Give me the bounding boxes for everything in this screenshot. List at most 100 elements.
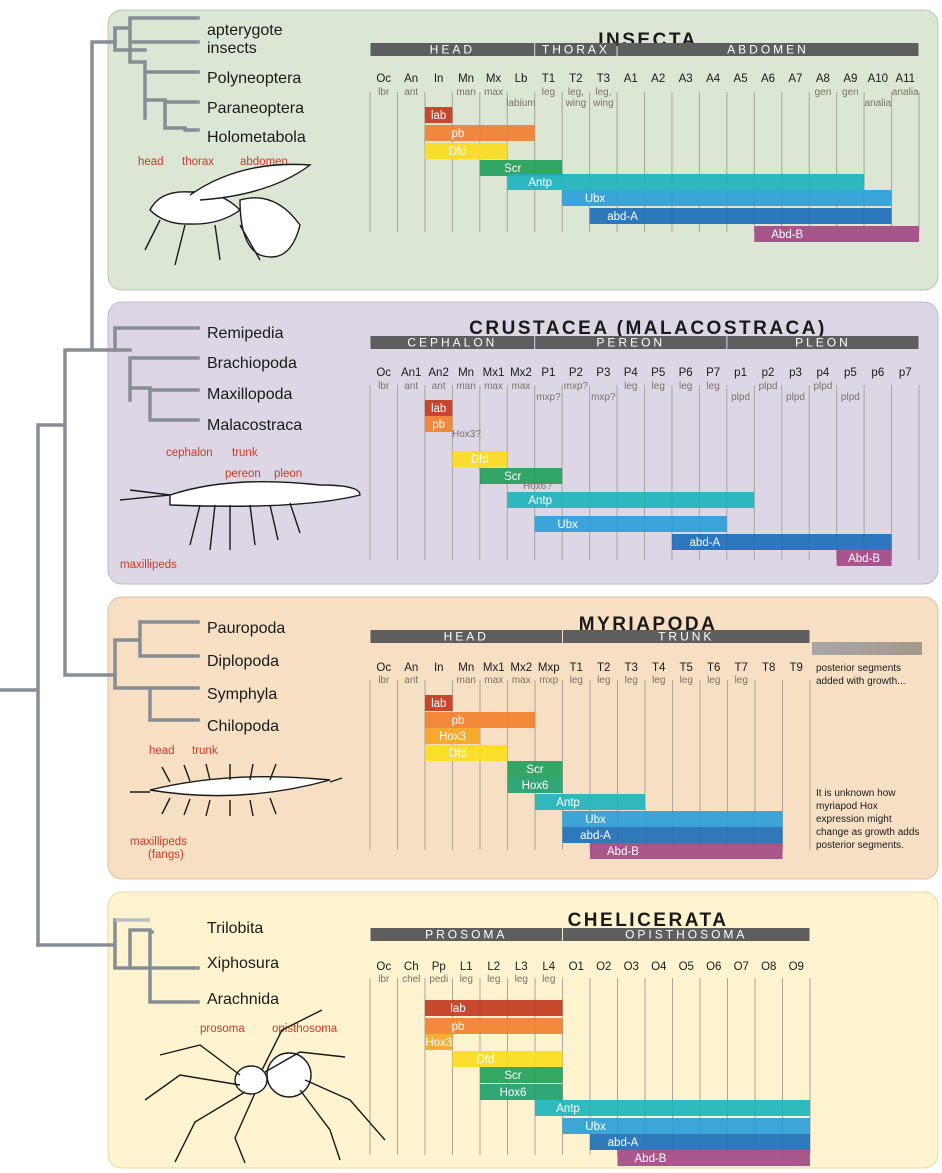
gene-bar-abdb: Abd-B	[617, 1150, 810, 1166]
outline	[130, 763, 343, 817]
gene-bar-fill	[425, 712, 535, 728]
gene-bar-fill	[452, 1051, 563, 1067]
segment-label: Mn	[458, 73, 474, 85]
region-header	[370, 43, 535, 56]
gene-bar-fill	[507, 777, 563, 793]
gene-label: lab	[431, 698, 446, 710]
gene-label: Abd-B	[635, 1153, 667, 1165]
gene-bar-pb: pb	[425, 712, 535, 728]
gene-bar-fill	[590, 843, 783, 859]
taxon-label: Pauropoda	[207, 620, 285, 637]
gene-label: pb	[452, 1021, 465, 1033]
gene-bar-fill	[424, 107, 453, 123]
anatomy-label: head	[149, 745, 175, 757]
segment-label: P3	[596, 367, 610, 379]
taxon-label: Malacostraca	[207, 417, 302, 434]
gene-label: lab	[431, 403, 446, 415]
gene-label: Hox6	[522, 780, 549, 792]
gene-bar-fill	[425, 1000, 563, 1016]
outline	[169, 480, 361, 507]
region-label: OPISTHOSOMA	[625, 928, 747, 942]
region-header	[370, 928, 562, 941]
gene-bar-abdb: Abd-B	[836, 550, 892, 566]
segment-fate: plpd	[841, 392, 860, 403]
centipede-illustration	[130, 763, 343, 817]
gene-bar-fill	[425, 1034, 453, 1050]
gene-bar-lab: lab	[425, 695, 453, 711]
gene-bar-fill	[480, 1084, 563, 1100]
region-label: PLEON	[795, 336, 851, 350]
segment-label: Mx	[486, 73, 502, 85]
segment-label: p4	[817, 367, 830, 379]
taxon-label: Brachiopoda	[207, 355, 297, 372]
gene-bar-hox6: Hox6	[480, 1084, 563, 1100]
taxon-label: Paraneoptera	[207, 100, 304, 117]
gene-label: Ubx	[585, 1121, 606, 1133]
anatomy-label: head	[138, 156, 164, 168]
segment-label: T1	[570, 662, 583, 674]
gene-bar-abdb: Abd-B	[590, 843, 783, 859]
panel-title-crustacea: CRUSTACEA (MALACOSTRACA)	[469, 318, 827, 339]
gene-bar-scr: Scr	[479, 468, 563, 484]
gene-bar-lab: lab	[424, 107, 453, 123]
gene-bar-lab: lab	[424, 400, 453, 416]
taxon-label: Arachnida	[207, 991, 279, 1008]
gene-label: Ubx	[557, 519, 578, 531]
note-hox6: Hox6?	[523, 481, 552, 492]
annotation-text: added with growth...	[816, 676, 906, 687]
segment-fate: man	[456, 87, 475, 98]
segment-fate: mxp	[539, 675, 558, 686]
segment-label: T5	[680, 662, 693, 674]
region-header	[563, 928, 810, 941]
segment-fate: pedi	[429, 974, 448, 985]
segment-label: An2	[428, 367, 448, 379]
segment-label: P1	[541, 367, 555, 379]
segment-fate: analia	[892, 87, 919, 98]
segment-fate: leg	[680, 675, 693, 686]
gene-bar-ubx: Ubx	[562, 811, 783, 827]
segment-label: T2	[569, 73, 582, 85]
gene-label: Scr	[526, 764, 543, 776]
annotation-text: change as growth adds	[816, 827, 919, 838]
segment-label: Mn	[458, 367, 474, 379]
segment-label: p7	[899, 367, 912, 379]
taxon-label: Remipedia	[207, 325, 284, 342]
gene-bar-ubx: Ubx	[534, 516, 727, 532]
segment-fate: max	[484, 675, 503, 686]
segment-label: A11	[895, 73, 915, 85]
outline	[234, 1065, 268, 1095]
annotation-text: It is unknown how	[816, 788, 896, 799]
segment-fate: man	[457, 675, 476, 686]
segment-label: p2	[762, 367, 775, 379]
segment-label: P4	[624, 367, 639, 379]
gene-bar-abda: abd-A	[671, 534, 892, 550]
gene-bar-fill	[425, 745, 508, 761]
gene-bar-dfd: Dfd	[424, 143, 508, 159]
segment-label: P7	[706, 367, 720, 379]
segment-label: An	[404, 662, 418, 674]
phylogeny-tree	[0, 16, 200, 1004]
gene-bar-abdb: Abd-B	[754, 226, 919, 242]
gene-bar-abda: abd-A	[589, 208, 892, 224]
segment-label: O3	[624, 961, 639, 973]
segment-label: In	[434, 662, 444, 674]
spider-illustration	[144, 1009, 386, 1164]
segment-fate: plpd	[759, 381, 778, 392]
segment-label: A1	[624, 73, 638, 85]
segment-label: O2	[596, 961, 611, 973]
gene-bar-antp: Antp	[507, 492, 755, 508]
taxon-label: Xiphosura	[207, 955, 279, 972]
region-label: HEAD	[430, 43, 475, 57]
gene-label: Abd-B	[848, 553, 880, 565]
gene-bar-fill	[535, 1100, 810, 1116]
segment-fate: leg	[652, 381, 665, 392]
segment-fate: mxp?	[564, 381, 589, 392]
segment-label: L2	[487, 961, 500, 973]
segment-fate: leg	[542, 974, 555, 985]
segment-label: Mx2	[510, 662, 532, 674]
segment-label: L3	[515, 961, 528, 973]
region-label: ABDOMEN	[727, 43, 809, 57]
segment-fate: mxp?	[591, 392, 616, 403]
segment-label: An	[404, 73, 418, 85]
segment-fate: lbr	[378, 381, 390, 392]
